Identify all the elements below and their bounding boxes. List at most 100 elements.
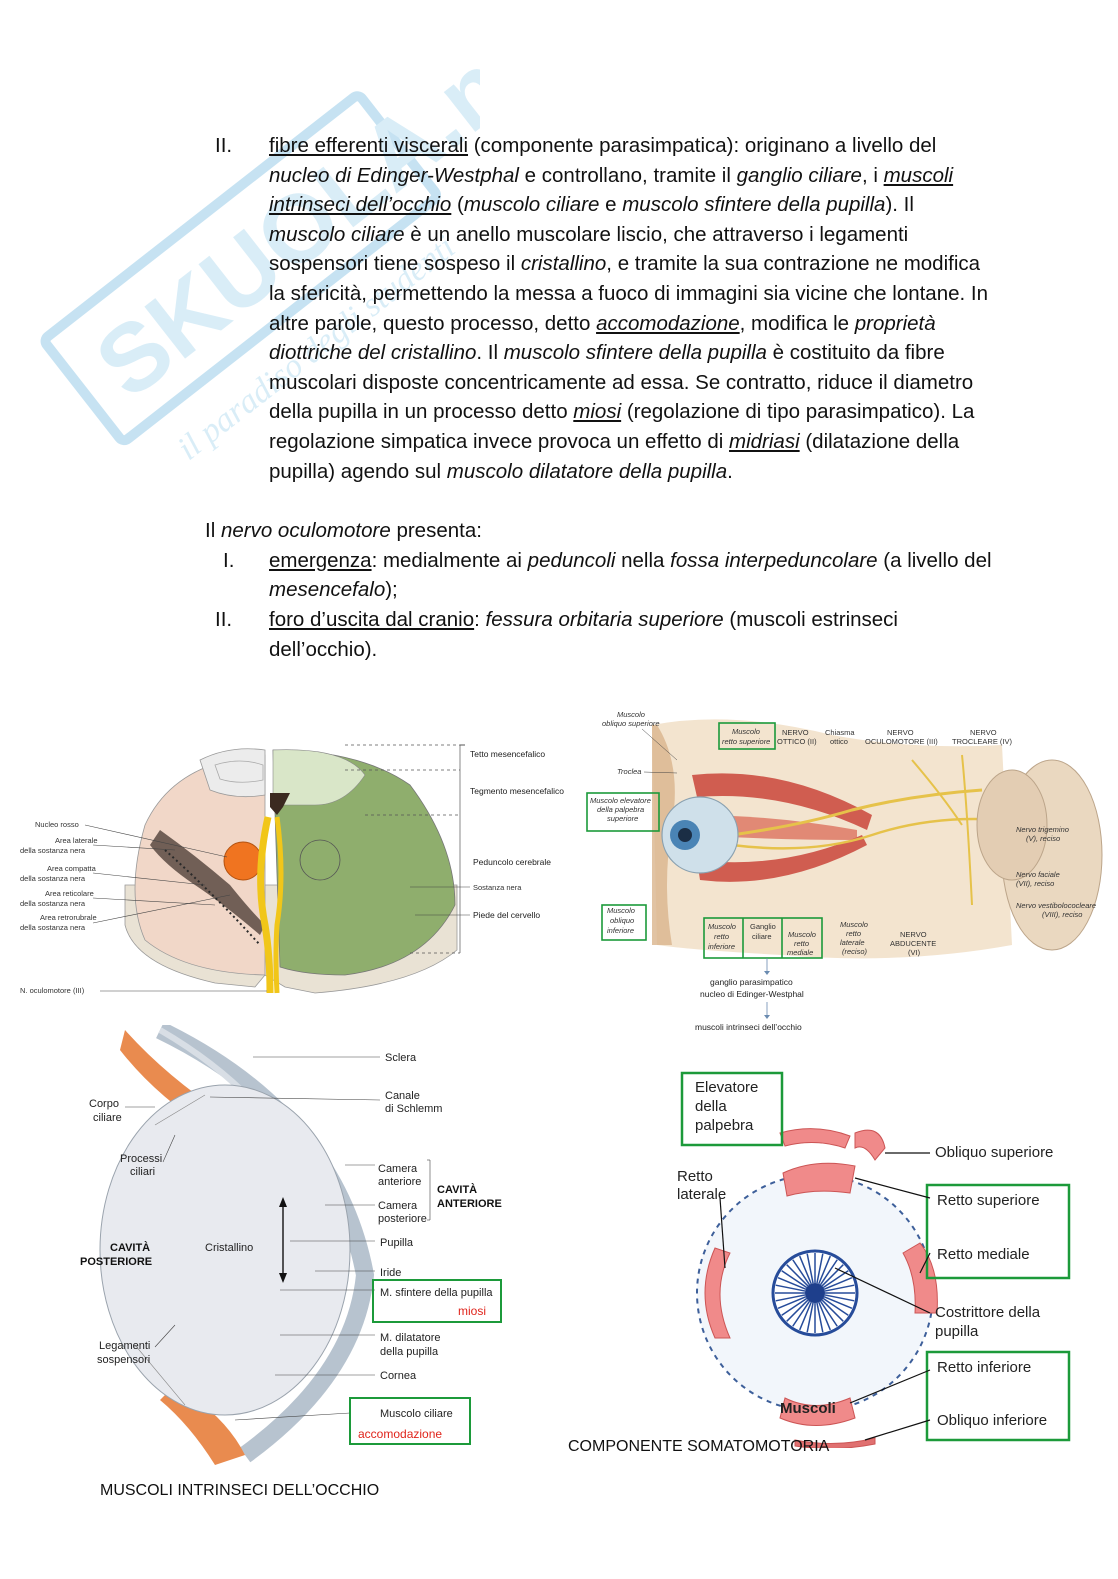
svg-text:ABDUCENTE: ABDUCENTE bbox=[890, 939, 936, 948]
svg-text:ciliari: ciliari bbox=[130, 1166, 155, 1178]
svg-text:obliquo: obliquo bbox=[610, 916, 634, 925]
svg-text:Retto: Retto bbox=[677, 1168, 713, 1185]
label-tegmento: Tegmento mesencefalico bbox=[470, 786, 564, 796]
svg-text:della sostanza nera: della sostanza nera bbox=[20, 874, 86, 883]
svg-text:Corpo: Corpo bbox=[89, 1098, 119, 1110]
pupil-spoke bbox=[816, 1302, 824, 1333]
svg-text:della sostanza nera: della sostanza nera bbox=[20, 899, 86, 908]
body-text: II. fibre efferenti viscerali (component… bbox=[205, 131, 995, 664]
label-sostanza-nera: Sostanza nera bbox=[473, 883, 522, 892]
pupil-spoke bbox=[824, 1294, 855, 1302]
caption-intrinseci: MUSCOLI INTRINSECI DELL’OCCHIO bbox=[100, 1482, 380, 1499]
svg-text:ciliare: ciliare bbox=[93, 1112, 122, 1124]
svg-text:Nervo vestibolococleare: Nervo vestibolococleare bbox=[1016, 901, 1096, 910]
svg-text:laterale: laterale bbox=[677, 1186, 726, 1203]
label-iride: Iride bbox=[380, 1267, 401, 1279]
svg-text:Canale: Canale bbox=[385, 1090, 420, 1102]
pupil-spoke bbox=[806, 1302, 814, 1333]
svg-text:TROCLEARE (IV): TROCLEARE (IV) bbox=[952, 737, 1013, 746]
pupil-radial-lines bbox=[775, 1253, 855, 1333]
svg-text:NERVO: NERVO bbox=[887, 728, 914, 737]
svg-text:retto: retto bbox=[714, 932, 729, 941]
label-cristallino: Cristallino bbox=[205, 1242, 253, 1254]
intrinsic-muscles-figure: Sclera Canale di Schlemm Corpo ciliare P… bbox=[80, 1025, 502, 1465]
pupil-spoke bbox=[775, 1284, 806, 1292]
svg-text:Muscolo elevatore: Muscolo elevatore bbox=[590, 796, 651, 805]
svg-text:della: della bbox=[695, 1098, 727, 1115]
label-retto-inferiore: Retto inferiore bbox=[937, 1359, 1031, 1376]
list-item-foro-uscita: II. foro d’uscita dal cranio: fessura or… bbox=[205, 605, 995, 664]
svg-text:Muscolo: Muscolo bbox=[617, 710, 645, 719]
pupil-spoke bbox=[816, 1253, 824, 1284]
pupil-spoke bbox=[818, 1301, 832, 1331]
label-miosi: miosi bbox=[458, 1304, 486, 1318]
svg-text:Legamenti: Legamenti bbox=[99, 1340, 150, 1352]
label-accomodazione: accomodazione bbox=[358, 1427, 442, 1441]
pupil-spoke bbox=[824, 1284, 855, 1292]
note-muscoli-intrinseci: muscoli intrinseci dell’occhio bbox=[695, 1022, 802, 1032]
svg-text:CAVITÀ: CAVITÀ bbox=[437, 1183, 477, 1196]
pupil-spoke bbox=[822, 1270, 849, 1289]
svg-text:M. dilatatore: M. dilatatore bbox=[380, 1332, 441, 1344]
svg-text:palpebra: palpebra bbox=[695, 1117, 754, 1134]
pupil-spoke bbox=[821, 1299, 844, 1322]
label-peduncolo: Peduncolo cerebrale bbox=[473, 857, 551, 867]
svg-text:Area compatta: Area compatta bbox=[47, 864, 97, 873]
list-item-emergenza: I. emergenza: medialmente ai peduncoli n… bbox=[205, 546, 995, 605]
svg-text:NERVO: NERVO bbox=[970, 728, 997, 737]
svg-text:Muscolo: Muscolo bbox=[732, 727, 760, 736]
svg-text:Costrittore della: Costrittore della bbox=[935, 1304, 1041, 1321]
svg-text:Area laterale: Area laterale bbox=[55, 836, 98, 845]
label-obliquo-inferiore: Obliquo inferiore bbox=[937, 1412, 1047, 1429]
svg-text:Elevatore: Elevatore bbox=[695, 1079, 758, 1096]
pupil-spoke bbox=[798, 1301, 812, 1331]
pupil-spoke bbox=[786, 1264, 809, 1287]
note-ganglio-parasimpatico: ganglio parasimpatico bbox=[710, 977, 793, 987]
pupil-spoke bbox=[781, 1297, 808, 1316]
label-retto-mediale: Retto mediale bbox=[937, 1246, 1030, 1263]
svg-text:(VIII), reciso: (VIII), reciso bbox=[1042, 910, 1082, 919]
midbrain-section-figure: Tetto mesencefalico Tegmento mesencefali… bbox=[20, 744, 564, 995]
svg-text:NERVO: NERVO bbox=[900, 930, 927, 939]
skuola-watermark: SKUOLA.net il paradiso degli studenti bbox=[40, 40, 480, 468]
pupil-spoke bbox=[792, 1300, 811, 1327]
svg-text:ciliare: ciliare bbox=[752, 932, 772, 941]
pupil-spoke bbox=[798, 1255, 812, 1285]
caption-somatomotoria: COMPONENTE SOMATOMOTORIA bbox=[568, 1438, 830, 1455]
svg-text:OCULOMOTORE (III): OCULOMOTORE (III) bbox=[865, 737, 938, 746]
label-obliquo-superiore: Obliquo superiore bbox=[935, 1144, 1053, 1161]
intro-nervo-oculomotore: Il nervo oculomotore presenta: bbox=[205, 519, 482, 543]
pupil-spoke bbox=[823, 1276, 853, 1290]
list-number: II. bbox=[215, 607, 233, 631]
pupil-spoke bbox=[792, 1259, 811, 1286]
pupil-spoke bbox=[777, 1296, 807, 1310]
pupil-spoke bbox=[821, 1264, 844, 1287]
pupil-spoke bbox=[822, 1297, 849, 1316]
svg-text:Processi: Processi bbox=[120, 1153, 162, 1165]
svg-text:sospensori: sospensori bbox=[97, 1354, 150, 1366]
svg-text:(V), reciso: (V), reciso bbox=[1026, 834, 1060, 843]
pupil-spoke bbox=[818, 1255, 832, 1285]
svg-text:mediale: mediale bbox=[787, 948, 813, 957]
svg-text:della sostanza nera: della sostanza nera bbox=[20, 846, 86, 855]
svg-text:posteriore: posteriore bbox=[378, 1213, 427, 1225]
svg-text:CAVITÀ: CAVITÀ bbox=[110, 1241, 150, 1254]
svg-text:Chiasma: Chiasma bbox=[825, 728, 855, 737]
svg-text:Muscolo: Muscolo bbox=[708, 922, 736, 931]
svg-text:della pupilla: della pupilla bbox=[380, 1346, 439, 1358]
svg-text:Area reticolare: Area reticolare bbox=[45, 889, 94, 898]
svg-text:di Schlemm: di Schlemm bbox=[385, 1103, 442, 1115]
svg-text:Muscolo: Muscolo bbox=[840, 920, 868, 929]
extrinsic-muscles-figure: Elevatore della palpebra Obliquo superio… bbox=[677, 1071, 1071, 1448]
svg-text:NERVO: NERVO bbox=[782, 728, 809, 737]
svg-text:Camera: Camera bbox=[378, 1200, 418, 1212]
label-muscoli: Muscoli bbox=[780, 1400, 836, 1417]
label-nucleo-rosso: Nucleo rosso bbox=[35, 820, 79, 829]
svg-text:(reciso): (reciso) bbox=[842, 947, 868, 956]
svg-text:retto: retto bbox=[794, 939, 809, 948]
svg-text:(VI): (VI) bbox=[908, 948, 921, 957]
label-cornea: Cornea bbox=[380, 1370, 417, 1382]
svg-text:retto: retto bbox=[846, 929, 861, 938]
pupil-spoke bbox=[819, 1300, 838, 1327]
